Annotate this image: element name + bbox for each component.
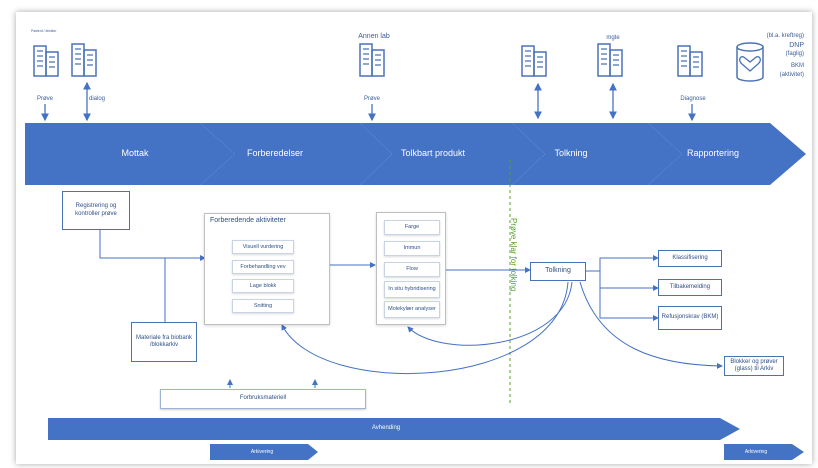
stage-chevron-tolkbart (360, 123, 545, 185)
process-chevrons (25, 123, 806, 185)
stage-chevron-tolkning (512, 123, 682, 185)
analysis-item: Farge (384, 220, 440, 235)
right-label: BKM (790, 63, 804, 69)
activity-item: Lage blokk (232, 279, 294, 293)
building-icon (33, 45, 59, 77)
stage-chevron-mottak (25, 123, 235, 185)
stage-label-rapportering: Rapportering (686, 148, 740, 158)
activity-item: Visuell vurdering (232, 240, 294, 254)
box-tolkning: Tolkning (530, 262, 586, 281)
analysis-item: Flow (384, 262, 440, 277)
panel-forberedende: Forberedende aktiviteter Visuell vurderi… (204, 213, 330, 325)
right-label: DNP (789, 42, 804, 49)
stage-chevron-forberedelser (200, 123, 392, 185)
activity-item: Snitting (232, 299, 294, 313)
box-forbruksmateriell: Forbruksmateriell (160, 389, 366, 409)
connector-tolkning-outputs (586, 255, 659, 272)
output-refusjonskrav: Refusjonskrav (BKM) (658, 306, 722, 330)
stage-chevron-rapportering (648, 123, 806, 185)
stage-label-tolkbart: Tolkbart produkt (400, 148, 466, 158)
avhending-bar (48, 418, 740, 440)
output-klassifisering: Klassifisering (658, 250, 722, 267)
right-label: (faglig) (785, 51, 804, 57)
arkivering-label: Arkivering (744, 449, 768, 455)
stage-label-tolkning: Tolkning (554, 148, 588, 158)
arrow-label-diagnose: Diagnose (680, 96, 706, 102)
output-tilbakemelding: Tilbakemelding (658, 279, 722, 296)
mgte-label: mgte (606, 35, 620, 41)
arkivering-bar-2 (724, 444, 804, 460)
connector-to-arkiv (579, 281, 723, 369)
arrow-label-prove: Prøve (363, 96, 381, 102)
analysis-item: Molekylær analyser (384, 301, 440, 318)
building-icon (521, 45, 547, 77)
building-icon (597, 43, 623, 77)
right-label: (aktivitet) (779, 72, 804, 78)
panel-tolkbart: Farge Immun Flow In situ hybridisering M… (376, 212, 446, 325)
right-labels: (bl.a. kreftreg) DNP (faglig) BKM (aktiv… (767, 32, 804, 80)
connector-feedback-tolkbart (407, 281, 573, 346)
database-heart-icon (736, 42, 764, 82)
avhending-label: Avhending (371, 425, 401, 431)
connector-feedback-forberedende (281, 281, 569, 375)
stage-label-mottak: Mottak (121, 148, 149, 158)
box-registrering: Registrering og kontroller prøve (62, 191, 130, 230)
connector-registrering (99, 230, 206, 261)
building-icon (359, 43, 385, 77)
arkivering-label: Arkivering (250, 449, 274, 455)
analysis-item: Immun (384, 241, 440, 256)
panel-title: Forberedende aktiviteter (210, 217, 286, 224)
stage-label-forberedelser: Forberedelser (246, 148, 304, 158)
arrow-label-prove: Prøve (36, 96, 54, 102)
arkivering-bar-1 (210, 444, 318, 460)
box-blokker: Blokker og prøver (glass) til Arkiv (724, 356, 784, 376)
top-small-label: Pasient / kliniker (31, 29, 57, 33)
analysis-item: In situ hybridisering (384, 281, 440, 298)
box-materiale: Materiale fra biobank /blokkarkiv (131, 322, 197, 362)
divider-label: Prøve klar for tolking (509, 218, 518, 292)
building-icon (677, 45, 703, 77)
building-icon (71, 43, 97, 77)
right-label: (bl.a. kreftreg) (766, 33, 804, 39)
arrow-label-dialog: dialog (88, 96, 106, 102)
activity-item: Forbehandling vev (232, 260, 294, 274)
annen-lab-label: Annen lab (358, 33, 390, 40)
